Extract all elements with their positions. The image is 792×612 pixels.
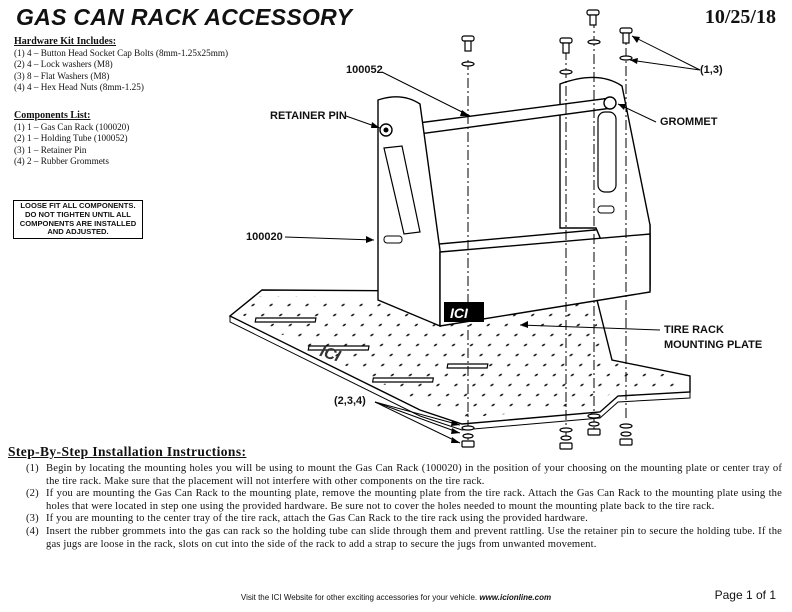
top-hardware: [461, 9, 633, 75]
step-text: Begin by locating the mounting holes you…: [46, 463, 782, 487]
rack-logo-block: [444, 302, 484, 322]
hardware-item: (4) 4 – Hex Head Nuts (8mm-1.25): [14, 82, 144, 93]
bolt-center-lines: [467, 18, 627, 440]
tire-rack-label-line1: TIRE RACK: [664, 324, 724, 336]
warning-line: DO NOT TIGHTEN UNTIL ALL: [25, 209, 131, 219]
footer-text: Visit the ICI Website for other exciting…: [240, 593, 478, 602]
washer-icon: [461, 61, 475, 67]
grommet-label: GROMMET: [660, 116, 718, 128]
component-item: (4) 2 – Rubber Grommets: [14, 156, 109, 167]
gas-can-rack: ICI: [377, 76, 651, 328]
hardware-item: (3) 8 – Flat Washers (M8): [14, 70, 110, 81]
washer-icon: [619, 55, 633, 61]
page-number: Page 1 of 1: [714, 588, 776, 602]
retainer-pin-label: RETAINER PIN: [270, 110, 347, 122]
step-text: If you are mounting to the center tray o…: [46, 513, 588, 525]
tire-rack-label-line2: MOUNTING PLATE: [664, 339, 763, 351]
step-number: (4): [26, 525, 39, 537]
document-date: 10/25/18: [704, 6, 776, 28]
arrowheads: [366, 36, 640, 443]
bolt-icon: [461, 35, 475, 52]
component-item: (1) 1 – Gas Can Rack (100020): [14, 121, 130, 132]
warning-line: LOOSE FIT ALL COMPONENTS.: [20, 201, 136, 210]
tube-part-label: 100052: [346, 64, 383, 76]
washer-icon: [587, 39, 601, 45]
components-list: Components List: (1) 1 – Gas Can Rack (1…: [14, 110, 129, 168]
step-text: Insert the rubber grommets into the gas …: [46, 525, 782, 550]
component-item: (3) 1 – Retainer Pin: [14, 144, 87, 155]
step-text: If you are mounting the Gas Can Rack to …: [46, 488, 782, 512]
components-heading: Components List:: [14, 110, 91, 121]
warning-line: COMPONENTS ARE INSTALLED: [19, 218, 137, 228]
top-hardware-callout: (1,3): [700, 64, 723, 76]
bottom-hardware-callout: (2,3,4): [334, 395, 366, 407]
rack-logo-text: ICI: [450, 305, 469, 321]
step-number: (1): [26, 463, 39, 474]
bottom-hardware: [461, 413, 633, 450]
instruction-step: (3) If you are mounting to the center tra…: [26, 513, 782, 526]
warning-line: AND ADJUSTED.: [47, 227, 109, 237]
bolt-icon: [559, 37, 573, 54]
hardware-kit-heading: Hardware Kit Includes:: [14, 36, 117, 47]
component-item: (2) 1 – Holding Tube (100052): [14, 133, 128, 144]
bolt-icon: [586, 9, 600, 26]
leader-lines: [284, 35, 701, 444]
washer-icon: [559, 69, 573, 75]
bolt-icon: [619, 27, 633, 44]
loose-fit-warning-box: LOOSE FIT ALL COMPONENTS. DO NOT TIGHTEN…: [13, 200, 143, 240]
document-title: GAS CAN RACK ACCESSORY: [16, 4, 353, 30]
hardware-item: (2) 4 – Lock washers (M8): [14, 59, 113, 70]
instruction-step: (2) If you are mounting the Gas Can Rack …: [26, 488, 782, 513]
footer-url-link[interactable]: www.icionline.com: [479, 593, 552, 602]
instructions-heading: Step-By-Step Installation Instructions:: [8, 444, 247, 459]
instruction-step: (4) Insert the rubber grommets into the g…: [26, 526, 782, 551]
instructions-list: (1) Begin by locating the mounting holes …: [26, 463, 782, 551]
rack-part-label: 100020: [246, 231, 283, 243]
plate-brand-mark: ICI: [318, 343, 343, 366]
step-number: (3): [26, 513, 39, 525]
instruction-step: (1) Begin by locating the mounting holes …: [26, 463, 782, 488]
hardware-item: (1) 4 – Button Head Socket Cap Bolts (8m…: [14, 47, 229, 58]
hardware-kit-list: Hardware Kit Includes: (1) 4 – Button He…: [14, 36, 228, 94]
step-number: (2): [26, 488, 39, 500]
footer: Visit the ICI Website for other exciting…: [0, 593, 792, 602]
